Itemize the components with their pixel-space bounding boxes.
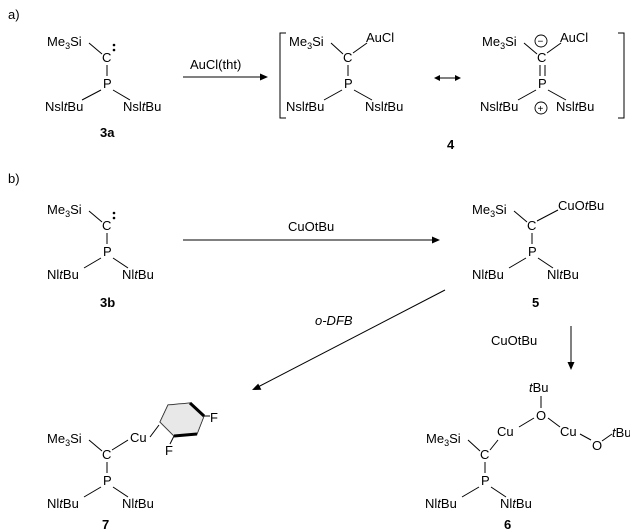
wedge-bond [173, 432, 198, 438]
compound-4-resonance-1: Me3Si C AuCl P NsltBu NsltBu [286, 30, 403, 114]
copper: Cu [497, 424, 514, 439]
compound-label-3b: 3b [100, 295, 115, 310]
me3si-group: Me3Si [289, 34, 324, 51]
phosphorus: P [538, 76, 547, 91]
copper: Cu [560, 424, 577, 439]
nsl-tbu-right: NsltBu [123, 99, 161, 114]
nl-tbu-right: NltBu [122, 496, 154, 511]
section-label-b: b) [8, 171, 20, 186]
carbene-carbon: C [102, 218, 111, 233]
arrowhead [260, 73, 268, 81]
lone-pair-dot [112, 48, 116, 52]
minus-sign: − [538, 37, 544, 48]
section-label-a: a) [8, 7, 20, 22]
lone-pair-dot [112, 211, 116, 215]
nl-tbu-left: NltBu [472, 267, 504, 282]
nl-tbu-left: NltBu [47, 496, 79, 511]
phosphorus: P [103, 244, 112, 259]
me3si-group: Me3Si [472, 202, 507, 219]
compound-6-structure: tBu O Cu Cu O tBu Me3Si C P NltBu NltBu [425, 380, 630, 511]
arrowhead [567, 362, 575, 370]
compound-4-resonance-2: Me3Si − C AuCl P NsltBu + NsltBu [480, 30, 594, 115]
compound-label-7: 7 [102, 517, 109, 531]
nl-tbu-right: NltBu [500, 496, 532, 511]
plus-sign: + [538, 104, 544, 115]
reagent-o-dfb: o-DFB [315, 313, 353, 328]
carbon: C [480, 447, 489, 462]
nsl-tbu-left: NsltBu [286, 99, 324, 114]
nl-tbu-left: NltBu [425, 496, 457, 511]
carbene-carbon: C [102, 50, 111, 65]
lone-pair-dot [112, 43, 116, 47]
reagent-aucl-tht: AuCl(tht) [190, 57, 241, 72]
compound-3a-structure: Me3Si C P NsltBu NsltBu [45, 34, 161, 114]
me3si-group: Me3Si [482, 34, 517, 51]
phosphorus: P [344, 76, 353, 91]
nl-tbu-right: NltBu [122, 267, 154, 282]
wedge-bond [188, 401, 206, 418]
phosphorus: P [528, 244, 537, 259]
nl-tbu-left: NltBu [47, 267, 79, 282]
nsl-tbu-right: NsltBu [556, 99, 594, 114]
resonance-arrow [434, 75, 461, 81]
phosphorus: P [103, 76, 112, 91]
bracket-right [618, 32, 625, 119]
aucl-group: AuCl [366, 30, 394, 45]
carbon: C [102, 447, 111, 462]
positive-charge [534, 101, 548, 115]
compound-7-structure: Me3Si C Cu F F P NltBu NltBu [47, 401, 218, 511]
oxygen: O [536, 408, 546, 423]
compound-5-structure: Me3Si C CuOtBu P NltBu NltBu [472, 198, 604, 282]
phosphorus: P [103, 473, 112, 488]
negative-charge [534, 34, 548, 48]
carbon: C [527, 218, 536, 233]
me3si-group: Me3Si [47, 431, 82, 448]
lone-pair-dot [112, 216, 116, 220]
compound-label-4: 4 [447, 137, 455, 152]
tbu-top: tBu [529, 380, 549, 395]
aucl-group: AuCl [560, 30, 588, 45]
reagent-cuotbu: CuOtBu [288, 219, 334, 234]
bracket-left [279, 32, 286, 119]
compound-label-3a: 3a [100, 125, 115, 140]
cuotbu-group: CuOtBu [558, 198, 604, 213]
me3si-group: Me3Si [47, 34, 82, 51]
me3si-group: Me3Si [47, 202, 82, 219]
phosphorus: P [481, 473, 490, 488]
nsl-tbu-left: NsltBu [480, 99, 518, 114]
compound-label-5: 5 [532, 295, 539, 310]
tbu-right: tBu [612, 425, 630, 440]
fluorine: F [165, 443, 173, 458]
carbon: C [537, 50, 546, 65]
copper: Cu [130, 430, 147, 445]
nsl-tbu-left: NsltBu [45, 99, 83, 114]
compound-3b-structure: Me3Si C P NltBu NltBu [47, 202, 154, 282]
ring-shading [160, 403, 204, 436]
reagent-cuotbu-2: CuOtBu [491, 333, 537, 348]
carbon: C [343, 50, 352, 65]
oxygen: O [592, 438, 602, 453]
me3si-group: Me3Si [426, 431, 461, 448]
arrowhead [252, 383, 262, 390]
nsl-tbu-right: NsltBu [365, 99, 403, 114]
nl-tbu-right: NltBu [547, 267, 579, 282]
fluorine: F [210, 410, 218, 425]
arrowhead [432, 236, 440, 244]
compound-label-6: 6 [504, 517, 511, 531]
reaction-arrow-b2 [255, 289, 446, 389]
